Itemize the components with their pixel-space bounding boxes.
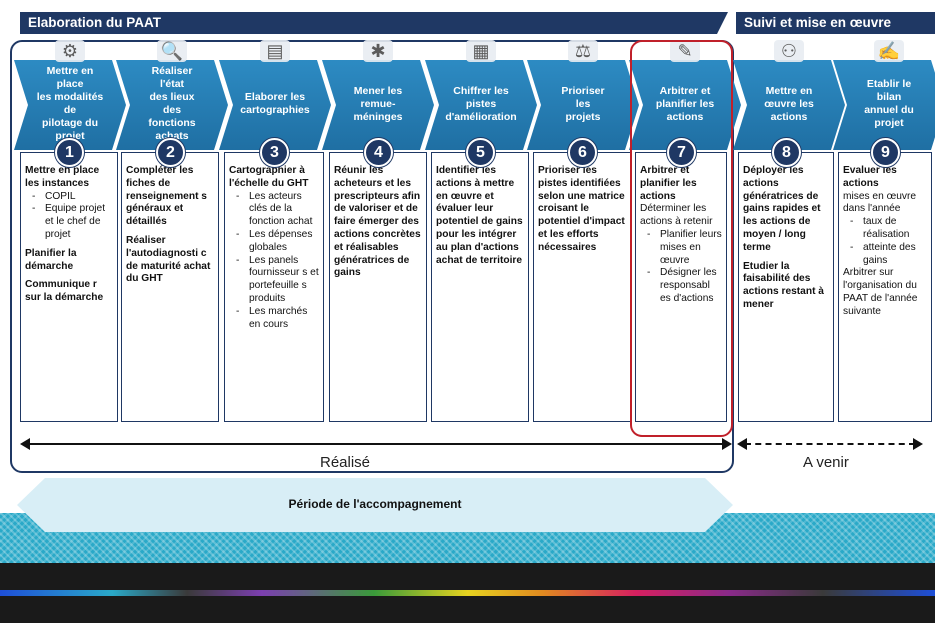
clipboard-icon: ✎ <box>670 40 700 62</box>
bold-text: Compléter les fiches de renseignement s … <box>126 165 207 228</box>
network-icon: ⚇ <box>774 40 804 62</box>
bold-text: Prioriser les pistes identifiées selon u… <box>538 165 625 253</box>
bullet-item: Désigner les responsabl es d'actions <box>647 267 722 305</box>
step-chevron-4: Mener les remue- méninges <box>322 60 434 150</box>
bullet-item: Les marchés en cours <box>236 306 319 332</box>
avenir-label: A venir <box>803 454 849 471</box>
arrow-right-head <box>722 438 732 450</box>
step-description-5: Identifier les actions à mettre en œuvre… <box>431 152 529 422</box>
scale-icon: ⚖ <box>568 40 598 62</box>
step-title-1: Mettre en place les modalités de pilotag… <box>36 65 104 142</box>
bold-text: Identifier les actions à mettre en œuvre… <box>436 165 523 266</box>
avenir-arrow-right-head <box>913 438 923 450</box>
step-chevron-3: Elaborer les cartographies <box>219 60 331 150</box>
magnifier-icon: 🔍 <box>157 40 187 62</box>
step-chevron-6: Prioriser les projets <box>527 60 639 150</box>
text: mises en œuvre dans l'année <box>843 190 917 215</box>
step-description-8: Déployer les actions génératrices de gai… <box>738 152 834 422</box>
arrow-left-head <box>20 438 30 450</box>
notepad-icon: ✍ <box>874 40 904 62</box>
avenir-arrow <box>745 443 915 445</box>
bullet-item: Les acteurs clés de la fonction achat <box>236 191 319 229</box>
highlight-step-7 <box>630 40 733 437</box>
bold-text: Etudier la faisabilité des actions resta… <box>743 260 824 310</box>
step-chevron-5: Chiffrer les pistes d'amélioration <box>425 60 537 150</box>
step-chevron-1: Mettre en place les modalités de pilotag… <box>14 60 126 150</box>
bold-text: Communique r sur la démarche <box>25 279 104 304</box>
bold-text: Déployer les actions génératrices de gai… <box>743 165 821 253</box>
header-suivi: Suivi et mise en œuvre <box>736 12 935 34</box>
bullet-list: Planifier leurs mises en œuvreDésigner l… <box>640 229 722 306</box>
step-title-8: Mettre en œuvre les actions <box>764 84 814 123</box>
bullet-list: COPILEquipe projet et le chef de projet <box>25 191 113 242</box>
bold-text: Réaliser l'autodiagnosti c de maturité a… <box>126 234 211 285</box>
step-number-5: 5 <box>466 138 495 167</box>
step-description-1: Mettre en place les instancesCOPILEquipe… <box>20 152 118 422</box>
step-number-7: 7 <box>667 138 696 167</box>
bold-text: Arbitrer et planifier les actions <box>640 165 697 202</box>
period-arrow: Période de l'accompagnement <box>17 478 733 532</box>
step-chevron-8: Mettre en œuvre les actions <box>733 60 845 150</box>
bullet-list: Les acteurs clés de la fonction achatLes… <box>229 191 319 332</box>
header-elaboration: Elaboration du PAAT <box>20 12 728 34</box>
step-number-1: 1 <box>55 138 84 167</box>
bullet-item: atteinte des gains <box>850 242 927 268</box>
step-title-3: Elaborer les cartographies <box>240 91 310 116</box>
period-label: Période de l'accompagnement <box>288 497 462 511</box>
bullet-item: COPIL <box>32 191 113 204</box>
text: Arbitrer sur l'organisation du PAAT de l… <box>843 267 918 317</box>
step-title-4: Mener les remue- méninges <box>353 84 403 123</box>
bold-text: Evaluer les actions <box>843 165 897 189</box>
realise-arrow <box>28 443 726 445</box>
step-title-6: Prioriser les projets <box>561 84 605 123</box>
step-chevron-2: Réaliser l'état des lieux des fonctions … <box>116 60 228 150</box>
step-number-2: 2 <box>156 138 185 167</box>
step-title-2: Réaliser l'état des lieux des fonctions … <box>148 65 196 142</box>
text: Déterminer les actions à retenir <box>640 203 713 228</box>
bullet-item: Les panels fournisseur s et portefeuille… <box>236 255 319 306</box>
step-chevron-9: Etablir le bilan annuel du projet <box>833 60 935 150</box>
step-number-4: 4 <box>364 138 393 167</box>
gear-icon: ⚙ <box>55 40 85 62</box>
bullet-item: taux de réalisation <box>850 216 927 242</box>
bold-text: Cartographier à l'échelle du GHT <box>229 165 309 189</box>
step-chevron-7: Arbitrer et planifier les actions <box>629 60 741 150</box>
step-description-6: Prioriser les pistes identifiées selon u… <box>533 152 631 422</box>
bold-text: Mettre en place les instances <box>25 165 100 189</box>
bullet-list: taux de réalisationatteinte des gains <box>843 216 927 267</box>
realise-label: Réalisé <box>320 454 371 471</box>
bullet-item: Equipe projet et le chef de projet <box>32 203 113 241</box>
calculator-icon: ▦ <box>466 40 496 62</box>
step-description-4: Réunir les acheteurs et les prescripteur… <box>329 152 427 422</box>
decorative-rainbow-stripe <box>0 590 935 596</box>
step-number-8: 8 <box>772 138 801 167</box>
bullet-item: Planifier leurs mises en œuvre <box>647 229 722 267</box>
bold-text: Planifier la démarche <box>25 247 77 272</box>
step-number-9: 9 <box>871 138 900 167</box>
step-title-7: Arbitrer et planifier les actions <box>655 84 715 123</box>
avenir-arrow-left-head <box>737 438 747 450</box>
step-number-3: 3 <box>260 138 289 167</box>
bullet-item: Les dépenses globales <box>236 229 319 255</box>
step-description-3: Cartographier à l'échelle du GHTLes acte… <box>224 152 324 422</box>
step-description-2: Compléter les fiches de renseignement s … <box>121 152 219 422</box>
brainstorm-icon: ✱ <box>363 40 393 62</box>
step-title-5: Chiffrer les pistes d'amélioration <box>445 84 517 123</box>
step-number-6: 6 <box>568 138 597 167</box>
bold-text: Réunir les acheteurs et les prescripteur… <box>334 165 421 279</box>
chart-icon: ▤ <box>260 40 290 62</box>
step-title-9: Etablir le bilan annuel du projet <box>864 78 914 129</box>
